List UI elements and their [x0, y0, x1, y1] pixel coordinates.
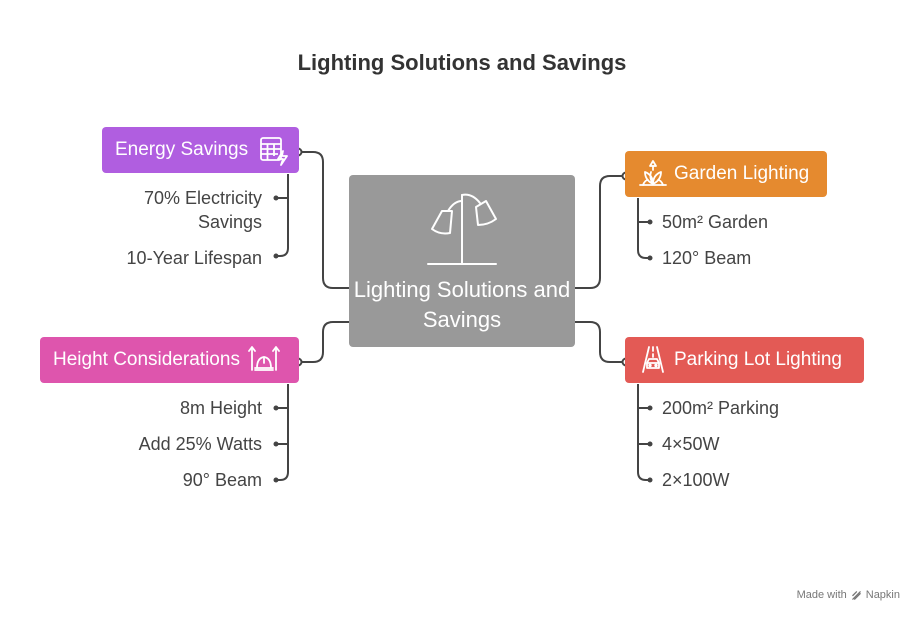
- energy-item-1: 70% Electricity Savings: [143, 188, 262, 232]
- footer-brand: Napkin: [865, 589, 900, 601]
- parking-lot-lighting-node: Parking Lot Lighting: [625, 337, 864, 383]
- height-considerations-label: Height Considerations: [53, 349, 240, 370]
- construction-arrows-icon: [248, 346, 280, 371]
- parking-item-1: 200m² Parking: [662, 398, 780, 418]
- napkin-logo-icon: [851, 590, 861, 600]
- footer-text: Made with: [796, 589, 847, 601]
- energy-savings-label: Energy Savings: [115, 139, 249, 160]
- lamp-icon: [427, 193, 497, 265]
- height-item-2: Add 25% Watts: [138, 434, 262, 454]
- plant-light-icon: [639, 160, 667, 186]
- garden-lighting-node: Garden Lighting: [625, 151, 827, 197]
- calculator-bolt-icon: [260, 137, 288, 166]
- parking-item-2: 4×50W: [662, 434, 720, 454]
- diagram-title: Lighting Solutions and Savings: [297, 50, 627, 75]
- height-item-1: 8m Height: [179, 398, 262, 418]
- height-item-3: 90° Beam: [182, 470, 262, 490]
- garden-item-2: 120° Beam: [662, 248, 752, 268]
- garden-item-1: 50m² Garden: [662, 212, 769, 232]
- made-with-napkin: Made with Napkin: [797, 589, 900, 601]
- center-node: Lighting Solutions and Savings: [349, 175, 575, 347]
- center-label: Lighting Solutions and Savings: [353, 277, 571, 332]
- road-car-icon: [642, 346, 664, 373]
- parking-item-3: 2×100W: [662, 470, 730, 490]
- garden-lighting-label: Garden Lighting: [674, 163, 810, 184]
- parking-lot-lighting-label: Parking Lot Lighting: [674, 349, 842, 370]
- energy-item-2: 10-Year Lifespan: [126, 248, 262, 268]
- height-considerations-node: Height Considerations: [40, 337, 299, 383]
- energy-savings-node: Energy Savings: [102, 127, 299, 173]
